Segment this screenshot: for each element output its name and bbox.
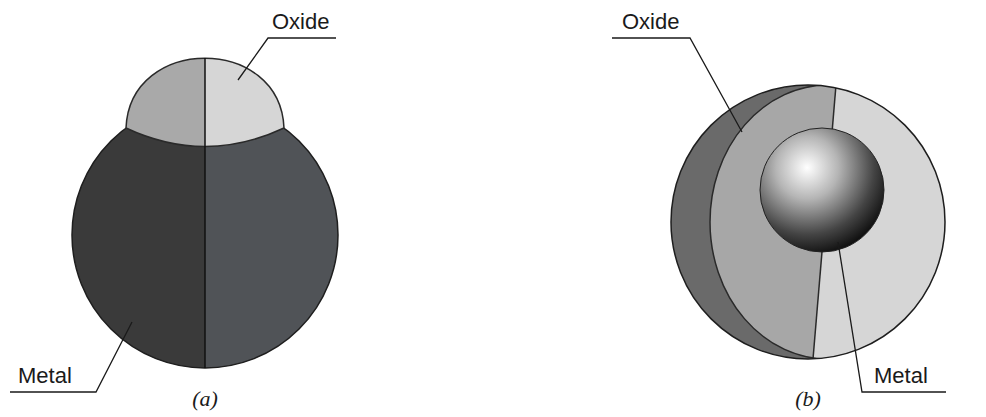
section-line [204,58,206,368]
part-label: Oxide [622,9,679,35]
part-label: Metal [18,363,72,389]
leader-lines [10,38,946,392]
figure-caption: (b) [795,386,821,412]
figure-caption: (a) [192,386,218,412]
metal-core [760,128,884,252]
part-label: Oxide [272,9,329,35]
oxide-shell [671,85,946,359]
part-label: Metal [874,363,928,389]
